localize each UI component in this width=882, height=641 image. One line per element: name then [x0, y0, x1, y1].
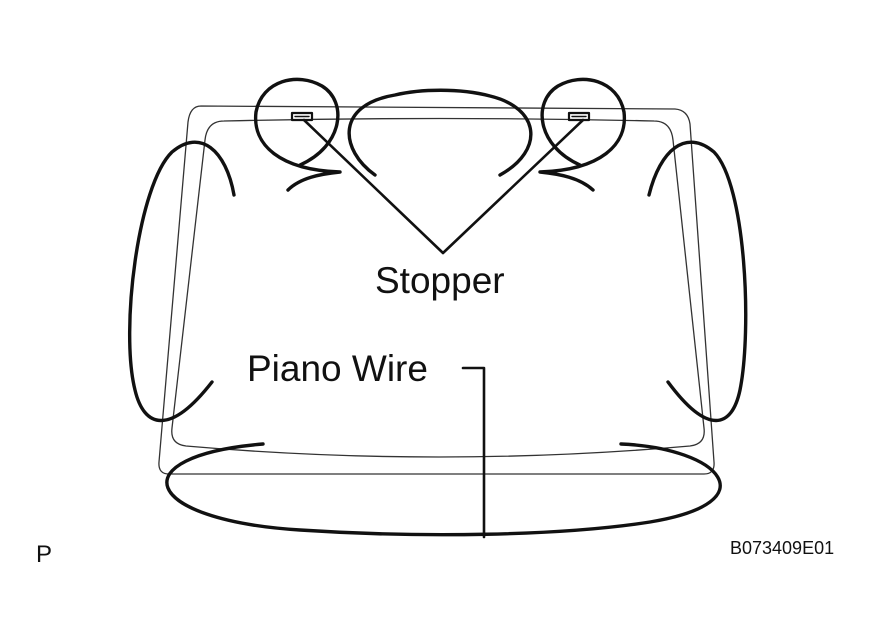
- piano-wire-bottom-loop: [165, 442, 722, 537]
- stopper-leader-line: [302, 118, 585, 255]
- corner-mark-label: P: [36, 541, 53, 568]
- piano-wire-top-right-loop: [538, 77, 627, 192]
- piano-wire-top-center-loop: [347, 88, 533, 177]
- piano-wire-left-loop: [127, 140, 236, 423]
- windshield-inner-outline: [171, 117, 705, 458]
- stopper-label: Stopper: [375, 260, 505, 301]
- figure-code-label: B073409E01: [730, 538, 835, 558]
- piano-wire-right-loop: [647, 140, 748, 423]
- piano-wire-label: Piano Wire: [247, 348, 428, 389]
- piano-wire-top-left-loop: [253, 77, 342, 192]
- windshield-outer-outline: [158, 105, 715, 475]
- piano-wire-leader-line: [461, 366, 486, 539]
